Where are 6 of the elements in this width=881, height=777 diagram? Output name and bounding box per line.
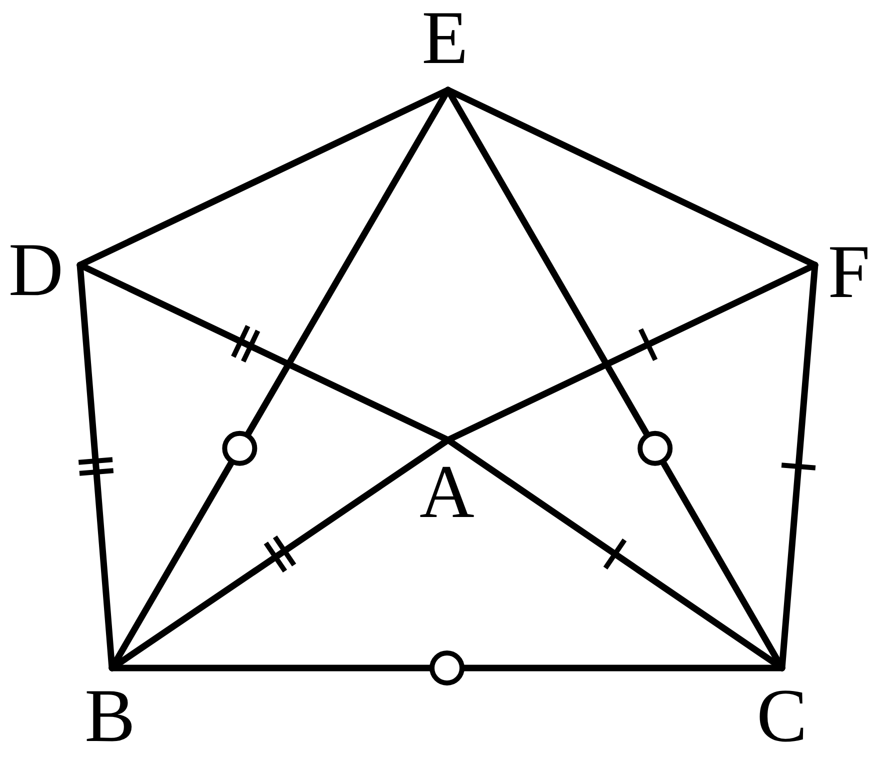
point-label: D (4, 234, 68, 306)
point-label: C (750, 680, 814, 752)
point-label: B (78, 680, 142, 752)
point-label: A (415, 456, 479, 528)
point-label: F (817, 236, 881, 308)
point-label: E (413, 2, 477, 74)
